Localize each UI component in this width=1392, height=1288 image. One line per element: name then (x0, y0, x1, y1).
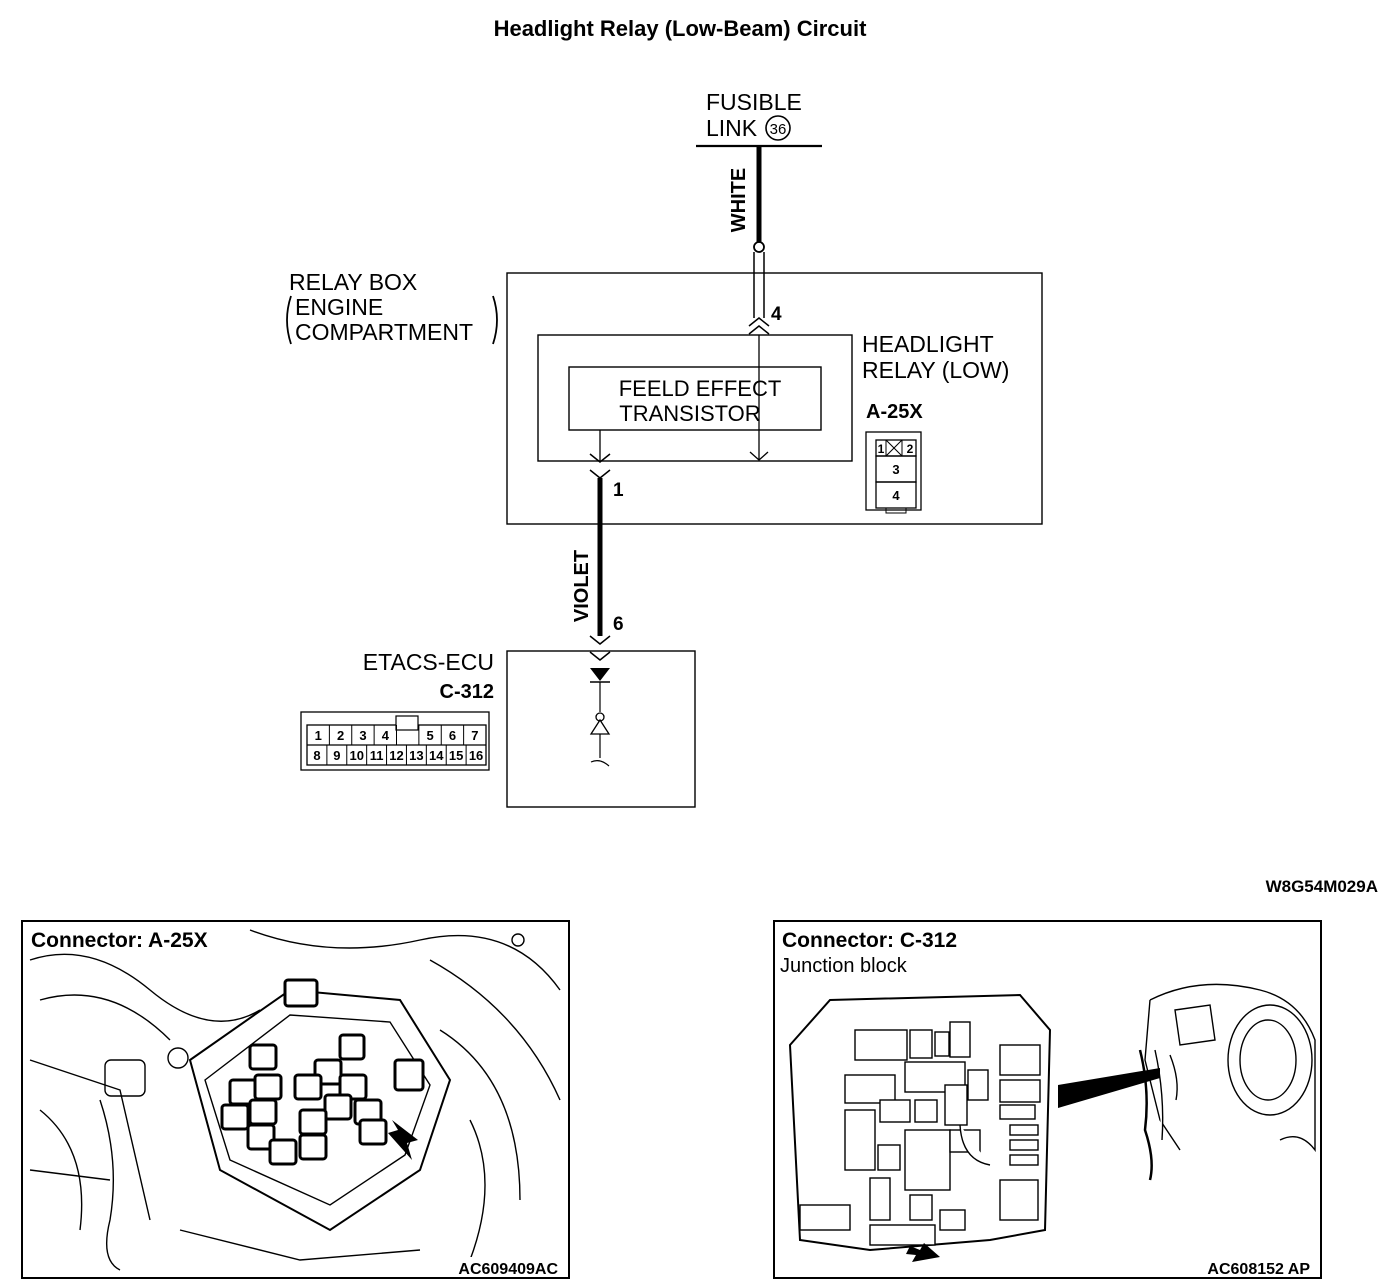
relay-label-2: RELAY (LOW) (862, 357, 1009, 383)
relay-block (253, 1073, 283, 1101)
fusible-link-label-2: LINK (706, 115, 758, 141)
a25x-connector-face: 1 2 3 4 (865, 431, 922, 514)
panel-title: Connector: C-312 (782, 929, 957, 952)
relay-block (298, 1133, 328, 1161)
c312-pin: 6 (449, 728, 456, 743)
c312-pin: 14 (429, 748, 444, 763)
violet-wire: VIOLET 6 (571, 478, 624, 636)
relay-box-label-2: ENGINE (295, 294, 383, 320)
violet-wire-label: VIOLET (571, 550, 593, 622)
fusible-link-number-circle (765, 115, 791, 141)
relay-block (248, 1043, 278, 1071)
relay-block (246, 1123, 276, 1151)
c312-pin: 13 (409, 748, 423, 763)
relay-blocks (220, 978, 425, 1166)
figure-code: W8G54M029A (1266, 877, 1378, 896)
ecu-connector-id: C-312 (440, 681, 494, 703)
relay-block (248, 1098, 278, 1126)
a25x-pin: 3 (892, 462, 899, 477)
fusible-link: FUSIBLE LINK 36 (696, 89, 822, 148)
headlight-relay: FEELD EFFECT TRANSISTOR 4 1 HEADLIGHT RE… (537, 304, 1009, 514)
diagram-title: Headlight Relay (Low-Beam) Circuit (494, 16, 868, 41)
relay-pin-4-label: 4 (771, 304, 782, 325)
c312-pin: 2 (337, 728, 344, 743)
white-wire: WHITE (728, 146, 765, 318)
ecu-pin-6-label: 6 (613, 614, 624, 635)
relay-block (298, 1108, 328, 1136)
c312-pin: 15 (449, 748, 463, 763)
c312-pin: 8 (313, 748, 320, 763)
relay-block (338, 1033, 366, 1061)
location-arrow-icon (388, 1120, 418, 1160)
fusible-link-label-1: FUSIBLE (706, 89, 802, 115)
pointer-wedge (1058, 1068, 1160, 1108)
panel-code: AC608152 AP (1207, 1261, 1310, 1278)
c312-pin: 11 (370, 748, 384, 763)
c312-pin: 16 (469, 748, 483, 763)
splice-point (753, 241, 765, 253)
fusible-link-number: 36 (770, 121, 787, 138)
ecu-name: ETACS-ECU (363, 649, 494, 675)
panel-subtitle: Junction block (780, 955, 908, 977)
a25x-pin: 1 (878, 442, 885, 456)
c312-pin: 10 (349, 748, 363, 763)
a25x-pin: 4 (892, 488, 900, 503)
relay-block (338, 1073, 368, 1101)
relay-label-1: HEADLIGHT (862, 331, 994, 357)
diode-icon (590, 668, 610, 681)
panel-code: AC609409AC (458, 1261, 558, 1278)
relay-block (220, 1103, 250, 1131)
c312-pin: 9 (333, 748, 340, 763)
fet-label-1: FEELD EFFECT (619, 376, 782, 401)
panel-title: Connector: A-25X (31, 929, 208, 952)
relay-block (293, 1073, 323, 1101)
relay-block (358, 1118, 388, 1146)
c312-pin: 3 (359, 728, 366, 743)
fet-box (568, 366, 822, 431)
connector-a25x-panel: Connector: A-25X AC609409AC (21, 920, 570, 1279)
relay-block (283, 978, 319, 1008)
c312-pin: 12 (389, 748, 403, 763)
relay-box-paren-left (286, 295, 292, 345)
c312-pin: 7 (471, 728, 478, 743)
c312-pin: 1 (315, 728, 322, 743)
relay-connector-id: A-25X (866, 401, 923, 423)
relay-pin-4-terminal (748, 317, 770, 335)
a25x-pin: 2 (907, 442, 914, 456)
relay-block (268, 1138, 298, 1166)
connector-c312-panel: Connector: C-312 Junction block AC608152… (773, 920, 1322, 1279)
c312-pin: 5 (426, 728, 433, 743)
ecu-pin-6-terminal (589, 635, 611, 661)
location-arrow-icon (906, 1243, 940, 1262)
relay-box-label-3: COMPARTMENT (295, 319, 473, 345)
relay-block (393, 1058, 425, 1092)
relay-box: RELAY BOX ENGINE COMPARTMENT (286, 269, 1043, 525)
relay-pin-1-label: 1 (613, 480, 624, 501)
relay-box-label-1: RELAY BOX (289, 269, 417, 295)
relay-box-paren-right (492, 295, 498, 345)
relay-block (323, 1093, 353, 1121)
fet-label-2: TRANSISTOR (619, 401, 760, 426)
relay-body (537, 334, 853, 462)
white-wire-label: WHITE (728, 168, 750, 232)
c312-pin: 4 (382, 728, 390, 743)
